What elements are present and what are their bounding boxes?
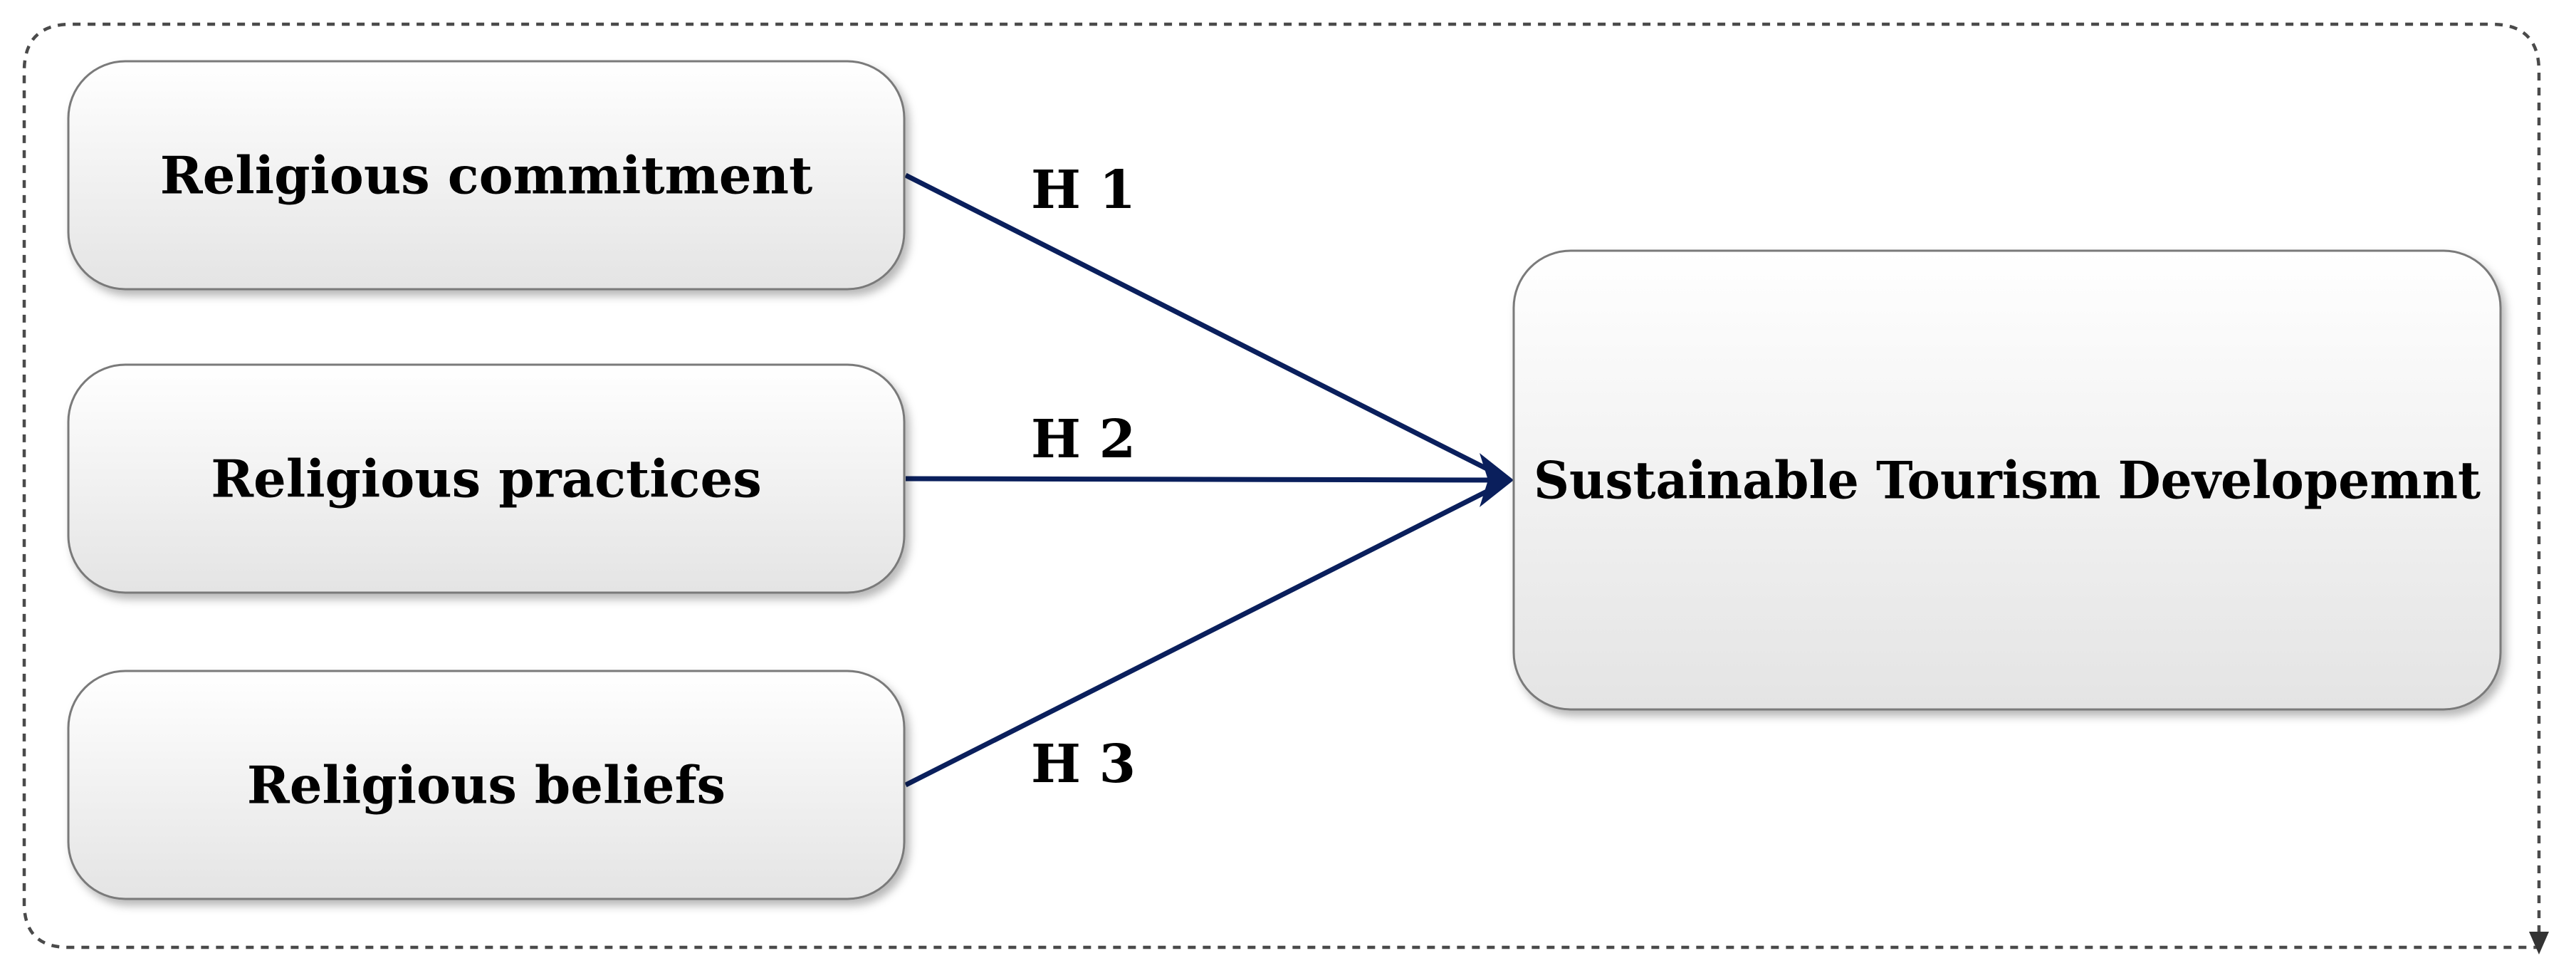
- node-sustainable-tourism: [1512, 249, 2502, 711]
- node-label-religious-practices: Religious practices: [211, 449, 762, 509]
- node-label-religious-beliefs: Religious beliefs: [247, 755, 726, 816]
- node-box: [67, 363, 906, 594]
- arrowhead-icon: [1480, 453, 1514, 507]
- node-label-religious-commitment: Religious commitment: [160, 145, 812, 206]
- edge-h1-line: [904, 172, 1497, 476]
- edge-label-h3: H 3: [1031, 734, 1136, 795]
- node-box: [1512, 249, 2502, 711]
- edge-label-h1: H 1: [1031, 160, 1136, 221]
- node-label-sustainable-tourism: Sustainable Tourism Developemnt: [1534, 450, 2481, 511]
- node-religious-practices: [67, 363, 906, 594]
- node-box: [67, 670, 906, 900]
- edge-h2-line: [905, 476, 1496, 483]
- node-religious-commitment: [67, 60, 906, 291]
- node-religious-beliefs: [67, 670, 906, 900]
- dashed-frame: [22, 22, 2541, 949]
- node-box: [67, 60, 906, 291]
- edge-label-h2: H 2: [1031, 409, 1136, 470]
- frame-arrowhead-icon: [2529, 932, 2549, 954]
- edges: [904, 172, 1514, 788]
- edge-h3-line: [904, 484, 1497, 788]
